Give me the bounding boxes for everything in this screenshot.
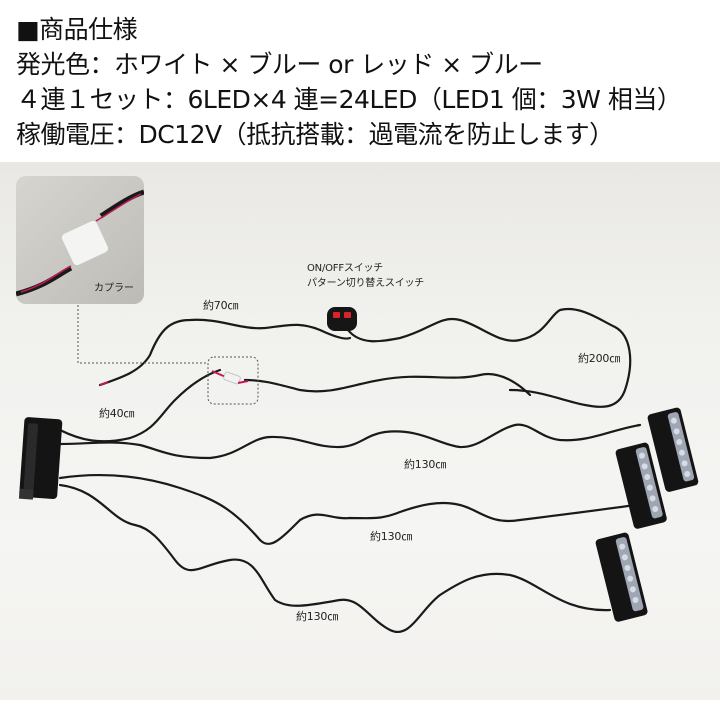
- cable-label-130-1: 約130㎝: [404, 458, 446, 471]
- cable-70cm-icon: [98, 318, 352, 387]
- cable-40cm-icon: [58, 368, 222, 443]
- coupler-inset-photo: カプラー: [16, 176, 144, 304]
- cable-label-130-3: 約130㎝: [296, 610, 338, 623]
- coupler-label: カプラー: [94, 283, 134, 294]
- cable-200cm-icon: [346, 307, 632, 408]
- cable-label-200: 約200㎝: [578, 352, 620, 365]
- switch-label-onoff: ON/OFFスイッチ: [307, 263, 384, 274]
- led-bar-3-icon: [595, 532, 648, 622]
- switch-label-pattern: パターン切り替えスイッチ: [307, 278, 425, 289]
- leader-line: [77, 305, 208, 364]
- spec-set-line: ４連１セット：6LED×4 連=24LED（LED1 個：3W 相当）: [16, 85, 682, 114]
- spec-section: ■商品仕様 発光色：ホワイト × ブルー or レッド × ブルー ４連１セット…: [16, 12, 682, 152]
- cable-illustration: [18, 305, 699, 634]
- cable-130cm-3-icon: [58, 483, 612, 634]
- led-bar-1-icon: [647, 407, 699, 492]
- coupler-highlight-box: [207, 356, 259, 405]
- spec-color-line: 発光色：ホワイト × ブルー or レッド × ブルー: [16, 50, 543, 79]
- cable-130cm-1-icon: [58, 423, 642, 460]
- led-bar-2-icon: [615, 442, 667, 529]
- product-photo: カプラー ON/OFFスイッチ パターン切り替えスイッチ 約70㎝ 約40㎝ 約…: [0, 162, 720, 700]
- cable-label-70: 約70㎝: [203, 299, 239, 312]
- coupler-icon: [16, 189, 144, 297]
- cable-label-130-2: 約130㎝: [370, 530, 412, 543]
- led-bar-left-icon: [18, 417, 63, 500]
- spec-title: ■商品仕様: [16, 15, 138, 44]
- cable-130cm-2-icon: [58, 473, 637, 545]
- switch-box-icon: [327, 307, 357, 331]
- spec-voltage-line: 稼働電圧：DC12V（抵抗搭載：過電流を防止します）: [16, 120, 614, 149]
- cable-label-40: 約40㎝: [99, 407, 135, 420]
